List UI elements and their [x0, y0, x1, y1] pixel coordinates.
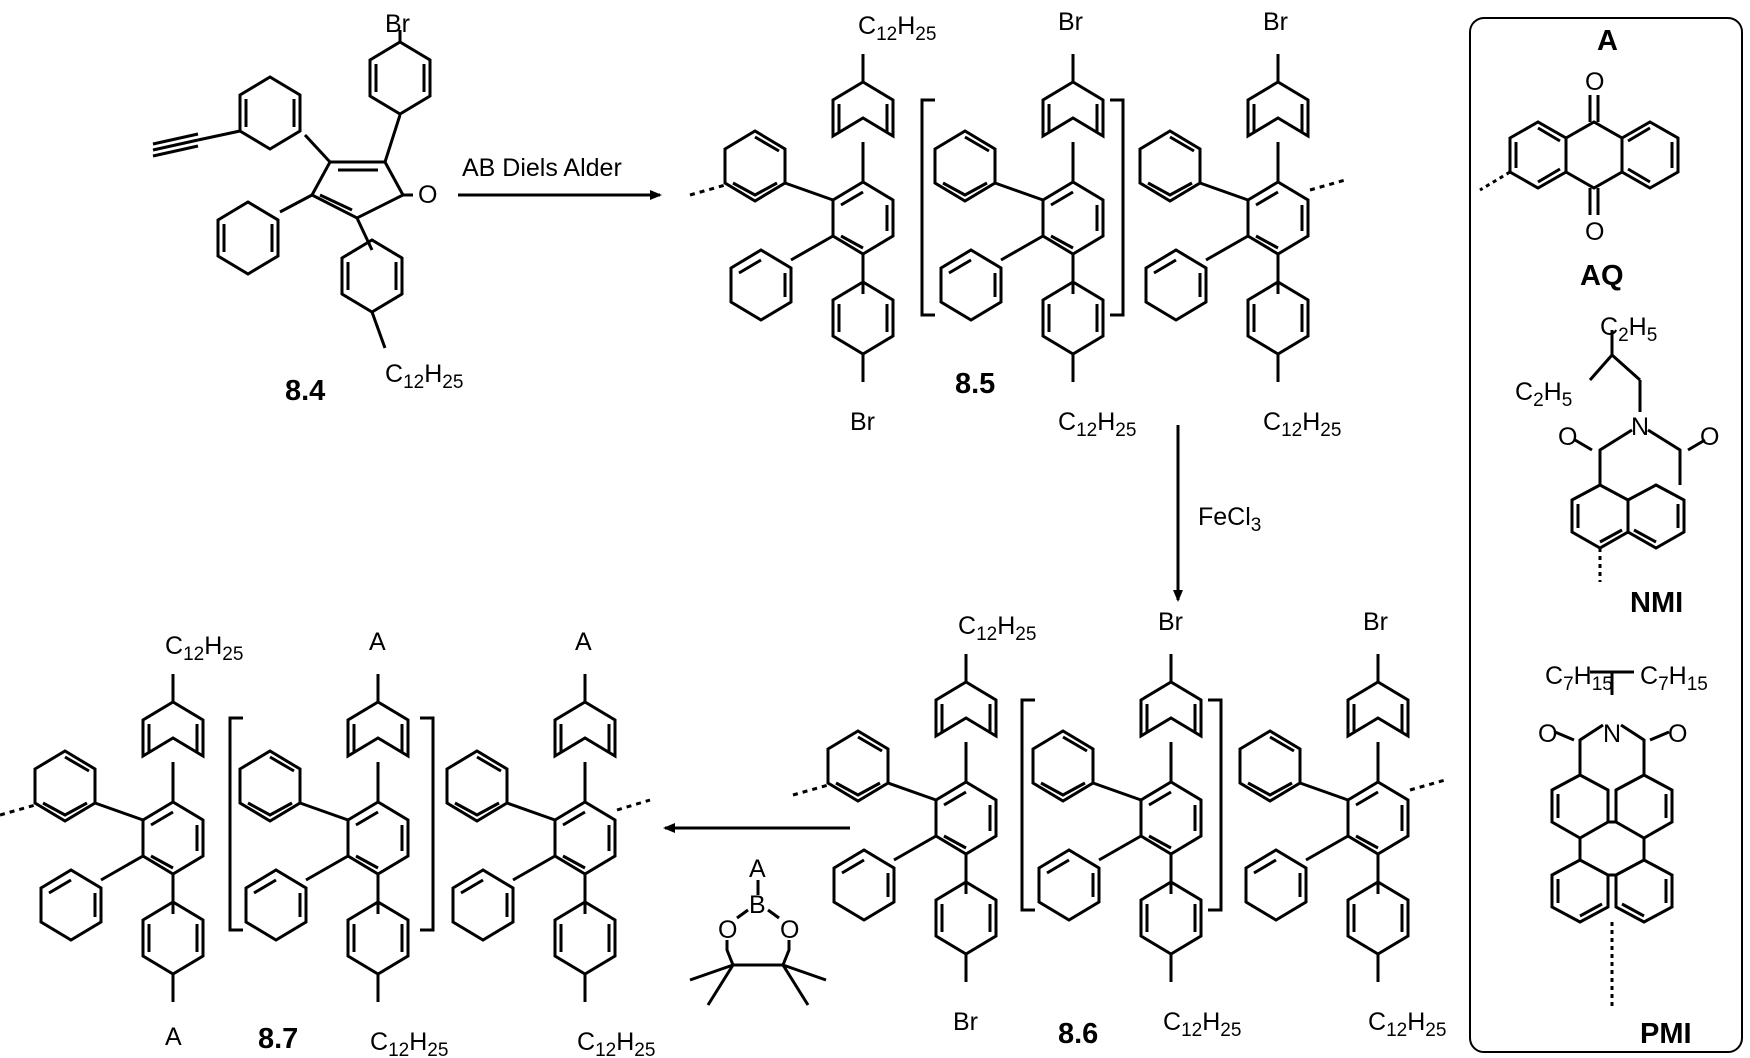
ethyl-label: C2H5 [1600, 313, 1657, 346]
substituent-a-label: A [575, 628, 592, 656]
dodecyl-label: C12H25 [1058, 408, 1136, 441]
oxygen-label: O [1558, 423, 1577, 451]
substituent-a-label: A [369, 628, 386, 656]
ethyl-label: C2H5 [1515, 378, 1572, 411]
dodecyl-label: C12H25 [370, 1028, 448, 1058]
anthraquinone-structure [1479, 95, 1680, 215]
substituent-a-label: A [165, 1023, 182, 1051]
oxygen-label: O [1700, 423, 1719, 451]
oxygen-label: O [780, 916, 799, 944]
oxygen-label: O [1668, 720, 1687, 748]
panel-title: A [1597, 25, 1618, 57]
bromo-label: Br [1058, 8, 1083, 36]
dodecyl-label: C12H25 [1368, 1008, 1446, 1041]
dodecyl-label: C12H25 [858, 12, 936, 45]
boron-label: B [749, 891, 766, 919]
bromo-label: Br [850, 408, 875, 436]
compound-label-8-5: 8.5 [955, 368, 995, 400]
carbonyl-oxygen-label: O [418, 181, 437, 209]
compound-label-8-4: 8.4 [285, 375, 325, 407]
substituent-a-label: A [749, 855, 766, 883]
bromo-label: Br [1158, 608, 1183, 636]
polymer-8-7-structure [0, 672, 651, 1004]
oxygen-label: O [1585, 218, 1604, 246]
bromo-label: Br [1363, 608, 1388, 636]
bromo-label: Br [1263, 8, 1288, 36]
dodecyl-label: C12H25 [1163, 1008, 1241, 1041]
acceptor-label-aq: AQ [1580, 260, 1624, 292]
dodecyl-label: C12H25 [577, 1028, 655, 1058]
acceptor-label-nmi: NMI [1630, 587, 1683, 619]
nitrogen-label: N [1603, 720, 1621, 748]
nitrogen-label: N [1631, 413, 1649, 441]
polymer-8-6-structure [792, 652, 1446, 984]
acceptor-panel [1469, 17, 1743, 1053]
polymer-8-5-structure [689, 52, 1346, 384]
heptyl-label: C7H15 [1640, 662, 1708, 695]
compound-label-8-6: 8.6 [1058, 1018, 1098, 1050]
perylene-monoimide-structure [1550, 670, 1674, 1010]
dodecyl-label: C12H25 [165, 632, 243, 665]
dodecyl-label: C12H25 [1263, 408, 1341, 441]
oxygen-label: O [718, 916, 737, 944]
naphthalimide-structure [1570, 330, 1706, 582]
dodecyl-label: C12H25 [385, 360, 463, 393]
oxygen-label: O [1585, 68, 1604, 96]
reagent-label-2: FeCl3 [1198, 503, 1261, 536]
monomer-8-4-structure [152, 30, 432, 349]
oxygen-label: O [1538, 720, 1557, 748]
bromo-label: Br [953, 1008, 978, 1036]
dodecyl-label: C12H25 [958, 612, 1036, 645]
heptyl-label: C7H15 [1545, 662, 1613, 695]
reagent-label-1: AB Diels Alder [462, 154, 622, 182]
acceptor-label-pmi: PMI [1640, 1018, 1692, 1050]
compound-label-8-7: 8.7 [258, 1023, 298, 1055]
pinacol-boronate-reagent [689, 880, 827, 1006]
bromo-label: Br [385, 10, 410, 38]
